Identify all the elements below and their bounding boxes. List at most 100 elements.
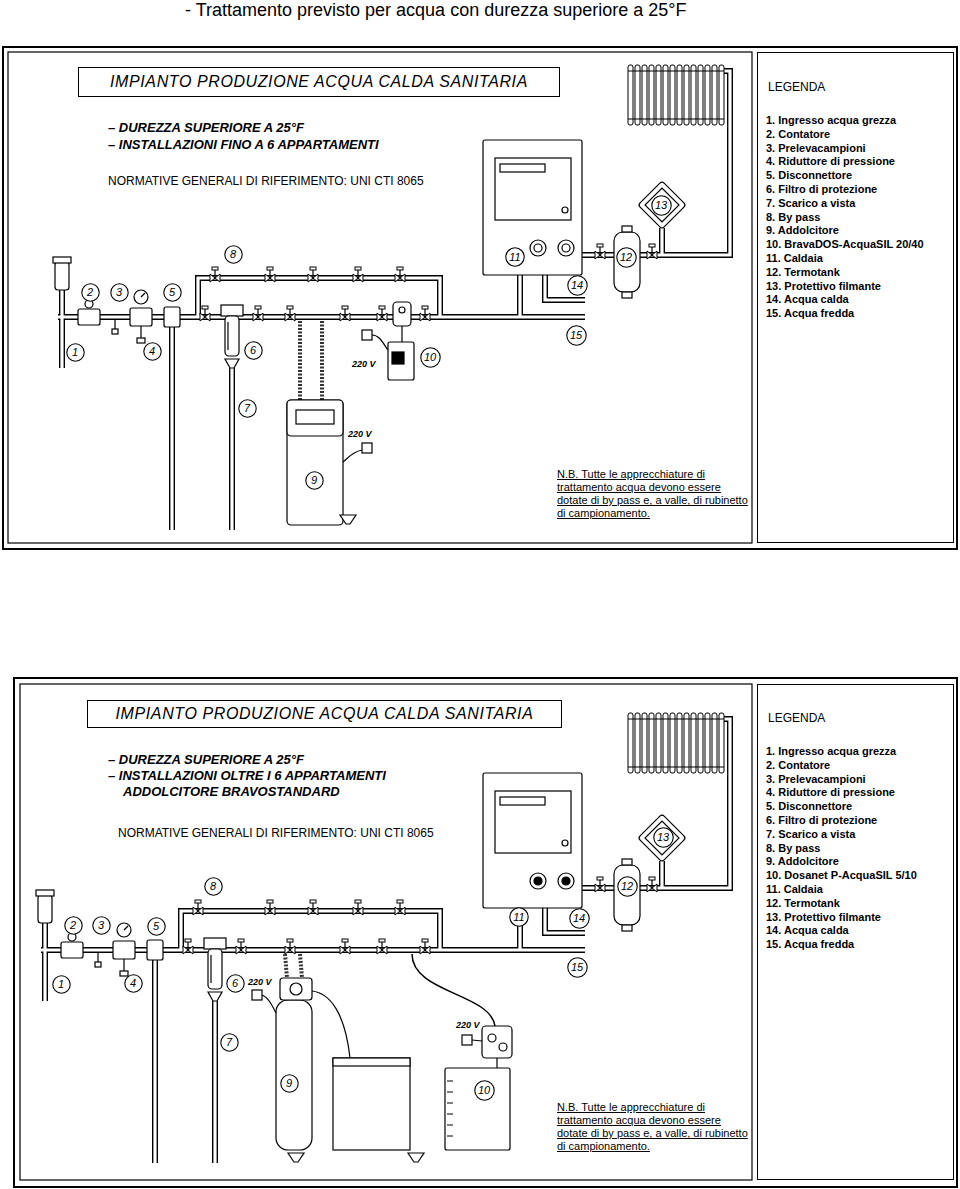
callout-circle: 4 <box>143 342 162 361</box>
softener-bottle <box>276 1000 312 1150</box>
dosing-pump-dial <box>399 307 405 313</box>
valve-stem <box>381 309 382 317</box>
valve-stem <box>344 942 345 950</box>
valve <box>395 274 405 282</box>
callout-circle: 11 <box>505 247 525 267</box>
meter-dial <box>85 300 93 308</box>
callout-number: 13 <box>657 832 669 843</box>
callout-ring <box>566 325 585 344</box>
pipe-network <box>58 71 730 530</box>
callout-circle: 3 <box>110 283 129 302</box>
sample-tap-head <box>112 329 118 334</box>
pipe-bore <box>153 959 156 1163</box>
callout-ring <box>226 974 243 991</box>
boiler-body <box>483 773 582 908</box>
radiator-fin <box>712 713 717 773</box>
radiator-header <box>628 718 724 719</box>
boiler-display <box>500 797 545 805</box>
pressure-reducer <box>113 941 135 959</box>
legend-entry: 5. Disconnettore <box>766 800 852 813</box>
callout-ring <box>244 341 261 358</box>
gauge-needle <box>124 926 128 930</box>
valve <box>647 884 657 892</box>
legend-heading: LEGENDA <box>768 711 825 725</box>
subtitle: – INSTALLAZIONI OLTRE I 6 APPARTAMENTI <box>107 768 387 784</box>
valve-stem <box>197 903 198 911</box>
radiator-header <box>628 70 724 71</box>
valve-stem <box>381 942 382 950</box>
radiator-fin <box>684 713 689 773</box>
legend-entry: 8. By pass <box>766 842 820 855</box>
callout-circle: 2 <box>64 916 83 935</box>
valve <box>200 313 210 321</box>
callout-number: 3 <box>116 287 122 298</box>
valve-stem <box>257 309 258 317</box>
valve-handle <box>310 900 316 903</box>
callout-circle: 3 <box>92 916 111 935</box>
callout-circle: 1 <box>52 975 71 994</box>
radiator-fin <box>705 713 710 773</box>
pipe-outline <box>59 290 65 368</box>
callout-circle: 10 <box>474 1080 495 1101</box>
valve <box>340 946 350 954</box>
radiator-fin <box>635 713 640 773</box>
boiler-knob <box>530 873 546 889</box>
drawing-frame <box>8 52 752 543</box>
filter-cartridge <box>210 955 211 983</box>
valve-handle <box>310 267 316 270</box>
dosing-tube <box>401 326 402 342</box>
callout-circle: 14 <box>569 908 590 929</box>
callout-circle: 4 <box>124 974 143 993</box>
callout-ring <box>420 347 439 366</box>
valve-stem <box>187 942 188 950</box>
valve-stem <box>424 942 425 950</box>
radiator-fin <box>649 713 654 773</box>
legend-entry: 3. Prelevacampioni <box>766 142 866 155</box>
callout-circle: 6 <box>244 341 263 360</box>
callout-ring <box>66 343 83 360</box>
radiator-fin <box>684 65 689 125</box>
callout-ring <box>506 248 524 266</box>
termotank-cap <box>622 925 632 931</box>
brine-tank <box>333 1058 410 1150</box>
legend-box: LEGENDA1. Ingresso acqua grezza2. Contat… <box>757 52 954 543</box>
boiler-knob <box>530 240 546 256</box>
subtitle: – DUREZZA SUPERIORE A 25°F <box>107 120 305 136</box>
dosing-tube <box>496 1058 497 1068</box>
pipe-bore <box>230 368 233 530</box>
legend-entry: 9. Addolcitore <box>766 855 839 868</box>
radiator-fin <box>670 713 675 773</box>
radiator-fin <box>649 65 654 125</box>
pipe-outline <box>517 275 523 317</box>
callout-circle: 13 <box>653 827 674 848</box>
radiator-fin <box>677 65 682 125</box>
drain-funnel <box>208 992 222 1001</box>
pressure-gauge <box>134 290 148 304</box>
valve <box>420 313 430 321</box>
radiator-fin <box>628 713 633 773</box>
legend-entry: 15. Acqua fredda <box>766 938 854 951</box>
callout-number: 5 <box>169 287 175 298</box>
callout-number: 5 <box>153 921 159 932</box>
callout-circle: 14 <box>567 275 588 296</box>
termotank <box>614 232 640 292</box>
water-meter <box>78 309 100 325</box>
callout-number: 13 <box>655 200 667 211</box>
valve-handle <box>212 267 218 270</box>
valve <box>210 274 220 282</box>
callout-ring <box>474 1080 493 1099</box>
termotank-cap <box>622 292 632 298</box>
drain-funnel <box>288 1153 304 1162</box>
pipe-outline <box>152 959 158 1163</box>
termotank-cap <box>622 226 632 232</box>
softener-valve-head <box>280 978 312 1000</box>
callout-number: 10 <box>424 352 436 363</box>
radiator-fin <box>642 713 647 773</box>
callout-number: 11 <box>509 252 520 263</box>
reducer-stem <box>123 959 124 971</box>
power-cable <box>372 335 388 350</box>
pipe-outline <box>659 861 665 888</box>
valve-handle <box>202 306 208 309</box>
valve <box>353 274 363 282</box>
callout-ring <box>204 877 221 894</box>
